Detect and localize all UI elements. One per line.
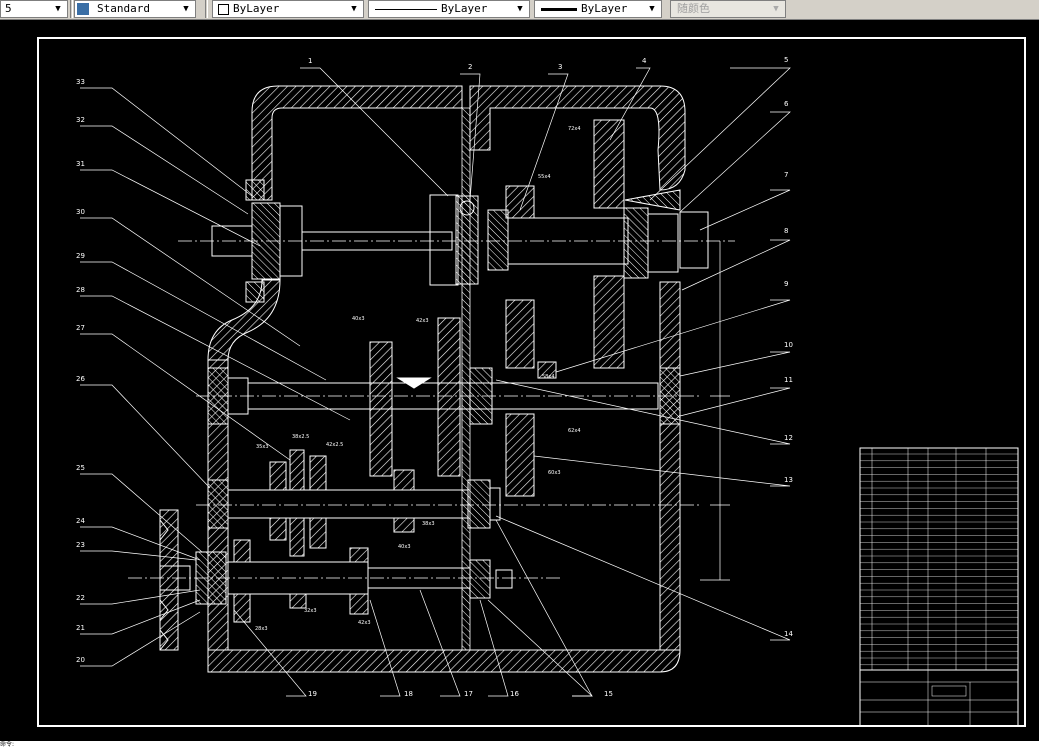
- gear-spec-label: 42x3: [358, 620, 371, 626]
- balloon-label-33: 33: [76, 78, 85, 86]
- balloon-label-9: 9: [784, 280, 788, 288]
- balloon-label-29: 29: [76, 252, 85, 260]
- command-prompt: 命令:: [0, 741, 15, 748]
- balloon-label-31: 31: [76, 160, 85, 168]
- balloon-labels-left: 33 32 31 30 29 28 27 26 25 24 23 22 21 20: [76, 78, 85, 664]
- gear-spec-label: 40x3: [352, 316, 365, 322]
- color-value: ByLayer: [233, 2, 280, 15]
- title-block: [859, 669, 1019, 727]
- chevron-down-icon: ▼: [183, 4, 189, 14]
- balloon-label-26: 26: [76, 375, 85, 383]
- linetype-dropdown[interactable]: ByLayer ▼: [368, 0, 530, 18]
- balloon-label-22: 22: [76, 594, 85, 602]
- gear-spec-label: 62x4: [568, 428, 581, 434]
- balloon-label-15: 15: [604, 690, 613, 698]
- color-dropdown[interactable]: ByLayer ▼: [212, 0, 364, 18]
- chevron-down-icon: ▼: [773, 4, 779, 14]
- layer-value: 5: [5, 2, 12, 15]
- balloon-label-17: 17: [464, 690, 473, 698]
- output-shaft: [159, 509, 513, 651]
- text-style-icon: [77, 3, 89, 15]
- balloon-label-10: 10: [784, 341, 793, 349]
- gear-spec-label: 40x3: [398, 544, 411, 550]
- balloon-label-3: 3: [558, 63, 562, 71]
- lower-shaft: [207, 449, 501, 557]
- middle-shaft: [207, 317, 681, 497]
- gear-spec-label: 60x3: [548, 470, 561, 476]
- balloon-label-21: 21: [76, 624, 85, 632]
- balloon-label-23: 23: [76, 541, 85, 549]
- text-style-dropdown[interactable]: Standard ▼: [74, 0, 196, 18]
- balloon-label-20: 20: [76, 656, 85, 664]
- gear-spec-labels: 72x4 55x4 40x3 42x3 35x3 40x3 60x3 38x2.5 42x2.5…: [255, 126, 581, 632]
- input-shaft: [211, 119, 709, 369]
- balloon-label-19: 19: [308, 690, 317, 698]
- gear-spec-label: 38x2.5: [292, 434, 309, 440]
- gear-spec-label: 72x4: [568, 126, 581, 132]
- chevron-down-icon: ▼: [517, 4, 523, 14]
- linetype-preview-icon: [375, 9, 437, 10]
- balloon-label-27: 27: [76, 324, 85, 332]
- balloon-label-1: 1: [308, 57, 312, 65]
- lineweight-preview-icon: [541, 8, 577, 11]
- gear-spec-label: 28x3: [255, 626, 268, 632]
- gear-spec-label: 42x3: [416, 318, 429, 324]
- gear-spec-label: 42x2.5: [326, 442, 343, 448]
- balloon-label-24: 24: [76, 517, 85, 525]
- balloon-labels-top: 1 2 3 4 5: [308, 56, 788, 71]
- layer-dropdown[interactable]: 5 ▼: [0, 0, 68, 18]
- balloon-label-13: 13: [784, 476, 793, 484]
- balloon-label-25: 25: [76, 464, 85, 472]
- balloon-label-5: 5: [784, 56, 788, 64]
- balloon-label-18: 18: [404, 690, 413, 698]
- parts-list-table: [859, 447, 1019, 671]
- gear-spec-label: 38x3: [422, 521, 435, 527]
- balloon-label-11: 11: [784, 376, 793, 384]
- balloon-label-32: 32: [76, 116, 85, 124]
- balloon-label-28: 28: [76, 286, 85, 294]
- balloon-labels-right: 6 7 8 9 10 11 12 13 14: [784, 100, 793, 638]
- balloon-label-7: 7: [784, 171, 788, 179]
- balloon-label-12: 12: [784, 434, 793, 442]
- color-swatch-icon: [218, 4, 229, 15]
- balloon-label-2: 2: [468, 63, 472, 71]
- balloon-label-6: 6: [784, 100, 789, 108]
- balloon-label-4: 4: [642, 57, 647, 65]
- lineweight-value: ByLayer: [581, 2, 628, 15]
- balloon-label-14: 14: [784, 630, 793, 638]
- chevron-down-icon: ▼: [351, 4, 357, 14]
- text-style-value: Standard: [97, 2, 150, 15]
- leader-lines: [80, 67, 791, 697]
- lineweight-dropdown[interactable]: ByLayer ▼: [534, 0, 662, 18]
- balloon-label-16: 16: [510, 690, 519, 698]
- plot-style-dropdown[interactable]: 随颜色 ▼: [670, 0, 786, 18]
- gear-spec-label: 58x4: [542, 374, 555, 380]
- drawing-frame: [37, 37, 1026, 727]
- gear-spec-label: 32x3: [304, 608, 317, 614]
- balloon-label-8: 8: [784, 227, 788, 235]
- chevron-down-icon: ▼: [649, 4, 655, 14]
- balloon-labels-bottom: 19 18 17 16 15: [308, 690, 613, 698]
- toolbar-separator: [205, 0, 208, 18]
- chevron-down-icon: ▼: [55, 4, 61, 14]
- toolbar-separator: [70, 0, 73, 18]
- command-line[interactable]: 命令:: [0, 741, 1039, 748]
- gear-spec-label: 35x3: [256, 444, 269, 450]
- dimension-lines: [700, 241, 730, 581]
- balloon-label-30: 30: [76, 208, 85, 216]
- plot-style-value: 随颜色: [677, 2, 710, 15]
- properties-toolbar: 5 ▼ Standard ▼ ByLayer ▼ ByLayer ▼ ByLay…: [0, 0, 1039, 20]
- gear-spec-label: 55x4: [538, 174, 551, 180]
- linetype-value: ByLayer: [441, 2, 488, 15]
